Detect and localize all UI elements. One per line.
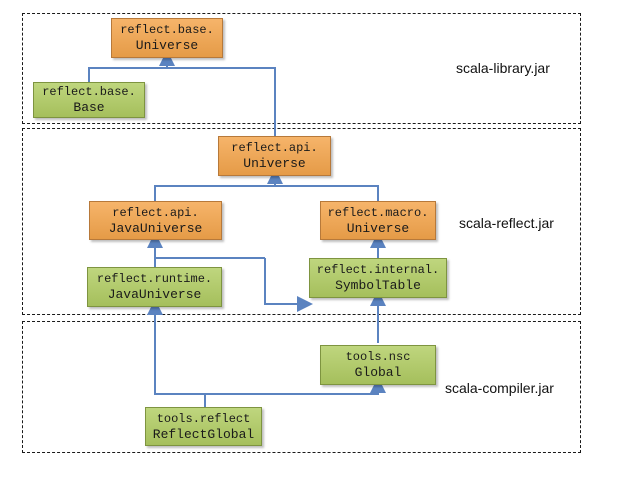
node-reflect-base-base: reflect.base. Base bbox=[33, 82, 145, 118]
node-package: reflect.base. bbox=[120, 23, 214, 37]
node-class: Global bbox=[354, 365, 402, 380]
node-package: reflect.api. bbox=[112, 205, 199, 220]
node-tools-nsc-global: tools.nsc Global bbox=[320, 345, 436, 385]
node-reflect-internal-symboltable: reflect.internal. SymbolTable bbox=[309, 258, 447, 298]
label-scala-library: scala-library.jar bbox=[456, 60, 550, 76]
node-package: reflect.api. bbox=[231, 141, 318, 155]
node-reflect-base-universe: reflect.base. Universe bbox=[111, 18, 223, 58]
region-scala-compiler bbox=[22, 321, 581, 453]
node-reflect-api-universe: reflect.api. Universe bbox=[218, 136, 331, 176]
node-class: Universe bbox=[243, 156, 306, 171]
node-reflect-runtime-javauniverse: reflect.runtime. JavaUniverse bbox=[87, 267, 222, 307]
node-package: tools.reflect bbox=[156, 411, 251, 426]
node-reflect-macro-universe: reflect.macro. Universe bbox=[320, 201, 436, 240]
node-reflect-api-javauniverse: reflect.api. JavaUniverse bbox=[89, 201, 222, 240]
node-class: JavaUniverse bbox=[108, 220, 203, 236]
node-package: reflect.base. bbox=[42, 85, 136, 99]
region-scala-reflect bbox=[22, 128, 581, 315]
label-scala-reflect: scala-reflect.jar bbox=[459, 215, 554, 231]
node-package: reflect.runtime. bbox=[96, 272, 213, 286]
node-class: JavaUniverse bbox=[107, 287, 202, 302]
node-class: ReflectGlobal bbox=[152, 426, 255, 442]
node-class: SymbolTable bbox=[335, 278, 421, 293]
node-class: Base bbox=[73, 100, 105, 115]
node-class: Universe bbox=[135, 38, 199, 53]
region-scala-library bbox=[22, 13, 581, 124]
node-tools-reflect-reflectglobal: tools.reflect ReflectGlobal bbox=[145, 407, 262, 446]
label-scala-compiler: scala-compiler.jar bbox=[445, 380, 554, 396]
node-package: reflect.macro. bbox=[327, 205, 429, 220]
node-package: tools.nsc bbox=[345, 350, 411, 364]
node-class: Universe bbox=[346, 220, 410, 236]
node-package: reflect.internal. bbox=[316, 263, 440, 277]
